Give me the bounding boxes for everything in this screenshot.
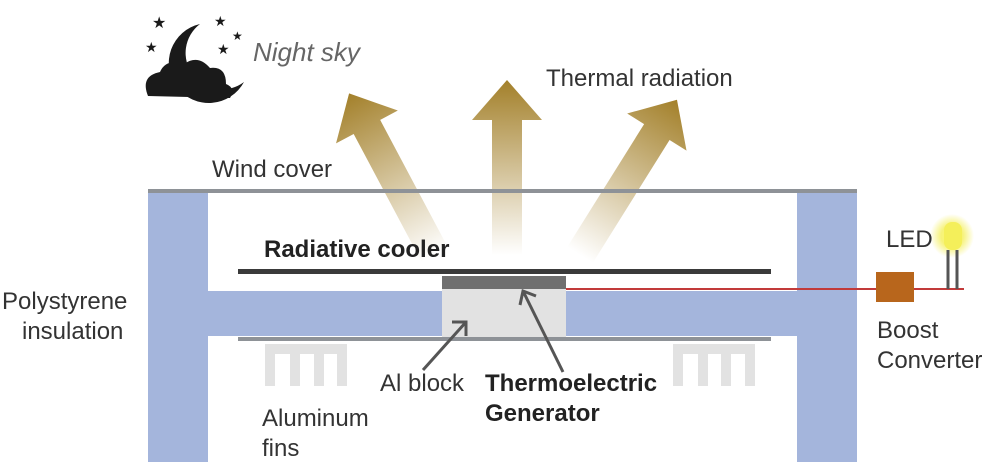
insulation-left-wall: [148, 192, 208, 462]
radiation-arrow-right: [567, 99, 687, 263]
label-al-block: Al block: [380, 370, 465, 397]
label-teg-1: Thermoelectric: [485, 370, 658, 397]
svg-text:★: ★: [152, 13, 166, 32]
night-sky-icon: ★ ★ ★ ★ ★: [145, 13, 244, 104]
label-polystyrene-2: insulation: [22, 318, 124, 345]
lower-plate: [238, 337, 771, 341]
pointer-arrow-al-block: [421, 320, 468, 372]
boost-converter: [876, 272, 914, 302]
svg-text:★: ★: [217, 42, 230, 58]
thermoelectric-generator: [442, 276, 566, 289]
wind-cover: [148, 189, 857, 193]
svg-text:★: ★: [232, 29, 243, 43]
radiation-arrow-center: [472, 80, 542, 255]
aluminum-fins-left: [265, 344, 347, 386]
label-teg-2: Generator: [485, 400, 600, 427]
label-boost-1: Boost: [877, 317, 939, 344]
label-polystyrene-1: Polystyrene: [2, 288, 128, 315]
label-thermal-radiation: Thermal radiation: [546, 65, 733, 92]
led-icon: [930, 214, 974, 289]
svg-text:★: ★: [214, 14, 227, 30]
label-boost-2: Converter: [877, 347, 983, 374]
label-wind-cover: Wind cover: [212, 156, 333, 183]
label-fins-2: fins: [262, 435, 300, 462]
radiation-arrow-left: [336, 93, 449, 263]
svg-text:★: ★: [145, 40, 158, 56]
pointer-arrow-teg: [518, 288, 565, 373]
label-night-sky: Night sky: [253, 37, 360, 67]
label-radiative-cooler: Radiative cooler: [264, 236, 450, 263]
radiative-cooler: [238, 269, 771, 274]
thermal-radiation-arrows: [336, 80, 687, 263]
aluminum-fins-right: [673, 344, 755, 386]
label-led: LED: [886, 226, 933, 253]
polystyrene-insulation: [148, 192, 857, 462]
insulation-shelf-left: [208, 291, 442, 336]
label-fins-1: Aluminum: [262, 405, 369, 432]
insulation-shelf-right: [566, 291, 797, 336]
insulation-right-wall: [797, 192, 857, 462]
